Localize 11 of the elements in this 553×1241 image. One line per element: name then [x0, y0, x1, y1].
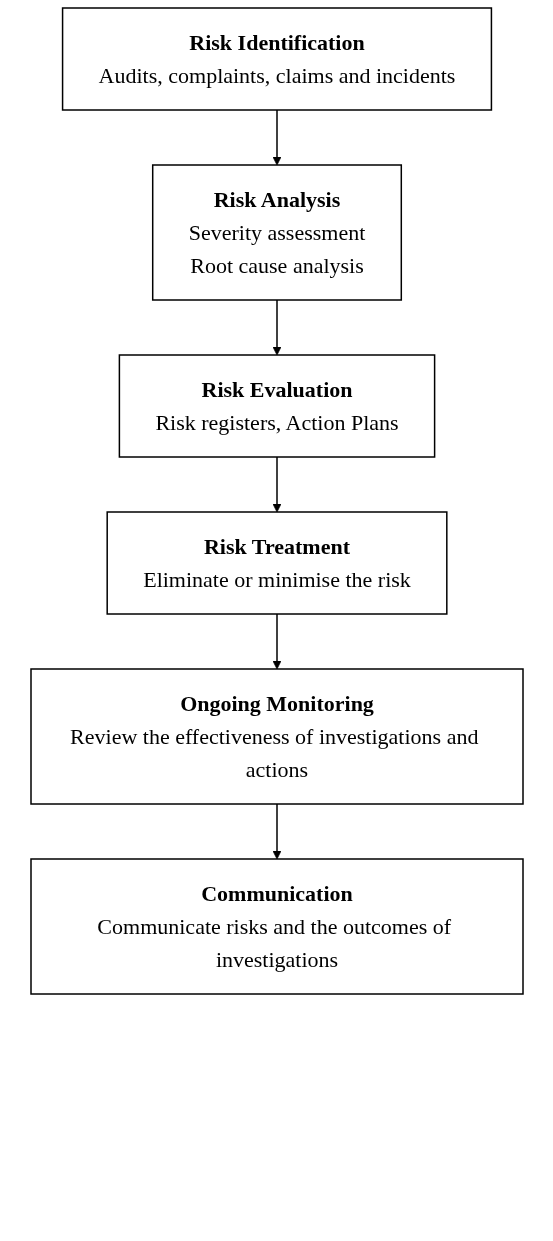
arrow [272, 456, 281, 513]
arrow [272, 803, 281, 860]
node-box: Ongoing Monitoring Review the effectiveness of investigations and actions [29, 668, 524, 805]
node-box: Communication Communicate risks and the outcomes of investigations [29, 858, 524, 995]
node-box: Risk Analysis Severity assessment Root cause analysis [151, 164, 402, 301]
arrow [272, 613, 281, 670]
arrow [272, 299, 281, 356]
node-box: Risk Treatment Eliminate or minimise the risk [105, 511, 448, 615]
arrow [272, 109, 281, 166]
node-box: Risk Identification Audits, complaints, claims and incidents [61, 7, 492, 111]
node-box: Risk Evaluation Risk registers, Action Plans [118, 354, 435, 458]
